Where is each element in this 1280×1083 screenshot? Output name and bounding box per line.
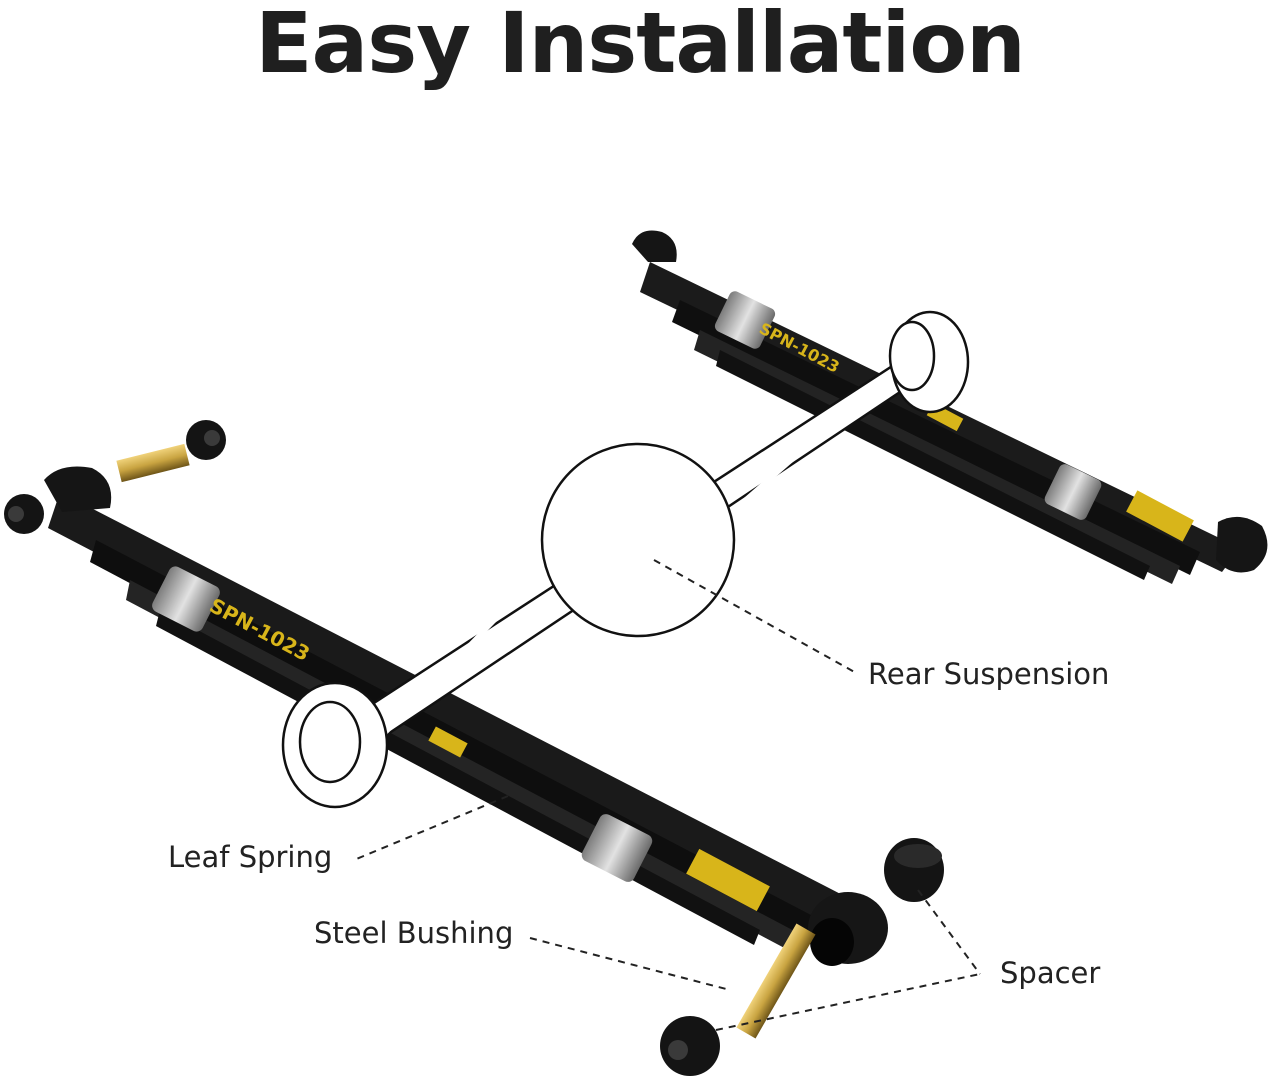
back-spring-label-plate [1126, 490, 1194, 542]
right-steel-bushing [736, 923, 816, 1039]
callout-leaders [353, 559, 981, 1031]
spacer-leader-lower [715, 973, 981, 1031]
page-title: Easy Installation [255, 0, 1026, 92]
front-leaf-spring: SPN-1023 [44, 466, 888, 966]
leaf-spring-leader [353, 795, 509, 861]
spacer-label: Spacer [1000, 956, 1101, 990]
right-spacer-lower [660, 1016, 720, 1076]
rear-suspension-label: Rear Suspension [868, 657, 1110, 691]
front-left-spacer-2 [186, 420, 226, 460]
steel-bushing-label: Steel Bushing [314, 916, 514, 950]
leaf-spring-label: Leaf Spring [168, 840, 333, 874]
front-left-steel-bushing [116, 443, 190, 483]
back-leaf-spring: SPN-1023 [632, 230, 1268, 584]
rear-axle-outline [281, 310, 970, 809]
right-spacer-upper [884, 838, 944, 902]
front-left-spacer [4, 494, 44, 534]
steel-bushing-leader [529, 937, 731, 991]
spacer-leader-upper [917, 889, 981, 975]
front-spring-logo [428, 726, 468, 758]
front-spring-label-plate [686, 848, 770, 912]
